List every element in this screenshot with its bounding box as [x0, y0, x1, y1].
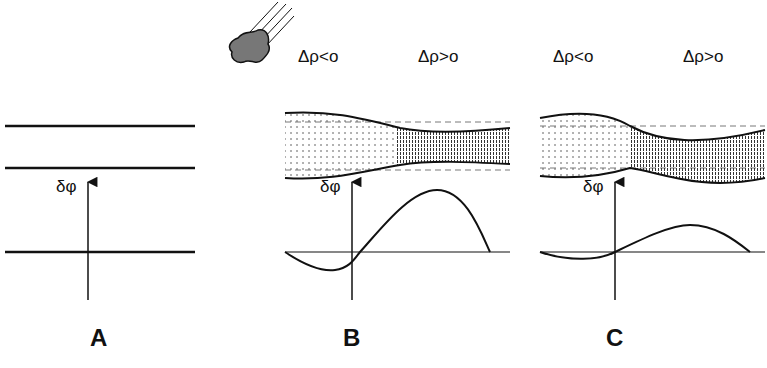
- density-label: Δρ<o: [553, 48, 593, 65]
- panel-letter: A: [90, 326, 107, 350]
- panel-letter: C: [606, 326, 623, 350]
- axis-label: δφ: [56, 178, 77, 195]
- meteorite: [230, 2, 294, 62]
- density-label: Δρ>o: [418, 48, 458, 65]
- panel-letter: B: [343, 326, 360, 350]
- density-label: Δρ>o: [683, 48, 723, 65]
- axis-label: δφ: [320, 178, 341, 195]
- panel-c: [540, 100, 765, 300]
- panel-a: [5, 2, 294, 300]
- panel-b: [285, 100, 510, 300]
- axis-label: δφ: [583, 178, 604, 195]
- density-label: Δρ<o: [298, 48, 338, 65]
